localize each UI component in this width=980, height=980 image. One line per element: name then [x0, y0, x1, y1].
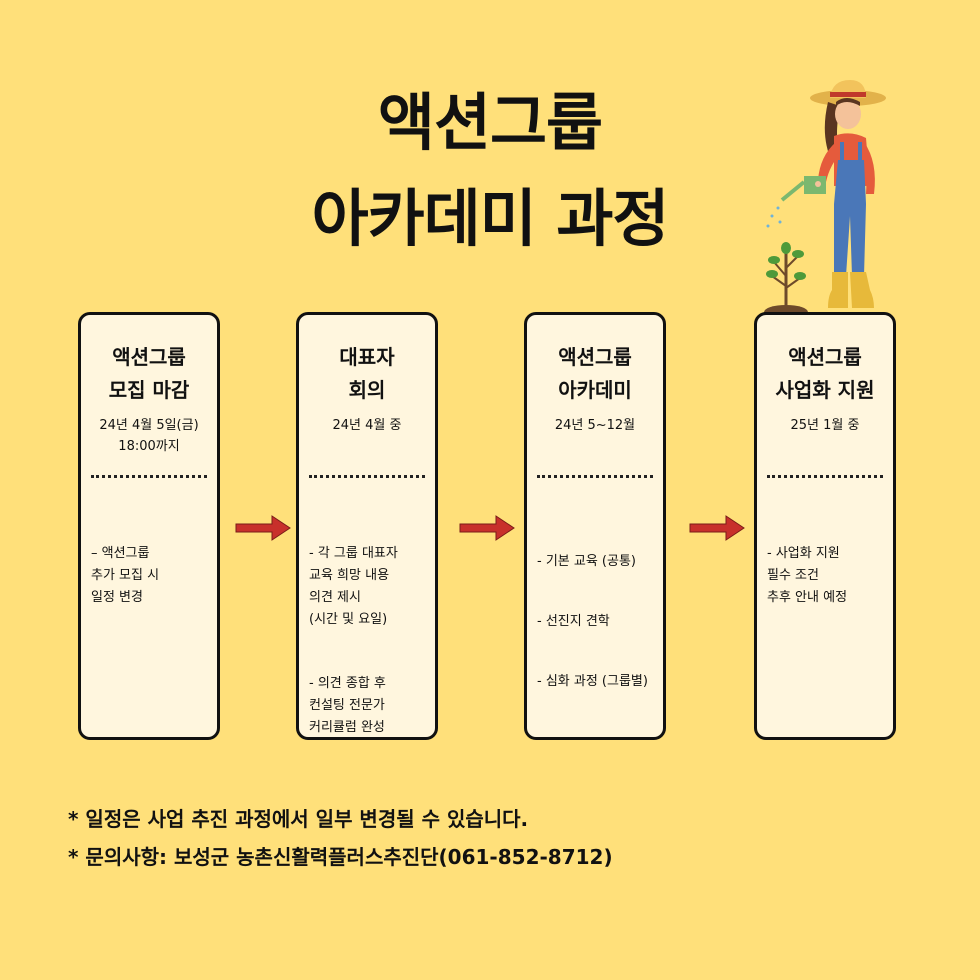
dotted-divider: [537, 475, 653, 478]
step-detail-item: - 선진지 견학: [537, 614, 610, 629]
note-schedule-change: * 일정은 사업 추진 과정에서 일부 변경될 수 있습니다.: [68, 807, 529, 831]
step-date: 25년 1월 중: [790, 418, 860, 433]
dotted-divider: [91, 475, 207, 478]
step-details: – 액션그룹 추가 모집 시 일정 변경: [91, 521, 213, 631]
step-details: - 사업화 지원 필수 조건 추후 안내 예정: [767, 521, 889, 631]
step-date: 24년 4월 중: [332, 418, 402, 433]
step-card-4: 액션그룹 사업화 지원 25년 1월 중 - 사업화 지원 필수 조건 추후 안…: [754, 312, 896, 740]
step-details: - 기본 교육 (공통) - 선진지 견학 - 심화 과정 (그룹별): [537, 517, 659, 727]
right-arrow-icon: [235, 515, 291, 541]
title-line-1: 액션그룹: [377, 86, 603, 159]
step-title: 대표자 회의: [339, 345, 395, 402]
step-details: - 각 그룹 대표자 교육 희망 내용 의견 제시 (시간 및 요일) - 의견…: [309, 521, 431, 761]
farmer-illustration: [764, 80, 886, 319]
step-date: 24년 4월 5일(금) 18:00까지: [99, 418, 199, 454]
step-detail-item: - 심화 과정 (그룹별): [537, 674, 648, 689]
step-detail-item: - 사업화 지원 필수 조건 추후 안내 예정: [767, 546, 848, 605]
step-detail-item: - 기본 교육 (공통): [537, 554, 636, 569]
step-detail-item: - 의견 종합 후 컨설팅 전문가 커리큘럼 완성: [309, 676, 386, 735]
step-detail-item: - 각 그룹 대표자 교육 희망 내용 의견 제시 (시간 및 요일): [309, 546, 398, 627]
step-title: 액션그룹 사업화 지원: [775, 345, 875, 402]
step-card-3: 액션그룹 아카데미 24년 5~12월 - 기본 교육 (공통) - 선진지 견…: [524, 312, 666, 740]
step-detail-item: – 액션그룹 추가 모집 시 일정 변경: [91, 546, 160, 605]
title-line-2: 아카데미 과정: [311, 182, 670, 255]
note-contact: * 문의사항: 보성군 농촌신활력플러스추진단(061-852-8712): [68, 845, 613, 869]
right-arrow-icon: [689, 515, 745, 541]
step-card-1: 액션그룹 모집 마감 24년 4월 5일(금) 18:00까지 – 액션그룹 추…: [78, 312, 220, 740]
step-date: 24년 5~12월: [554, 418, 636, 433]
step-card-2: 대표자 회의 24년 4월 중 - 각 그룹 대표자 교육 희망 내용 의견 제…: [296, 312, 438, 740]
notes: * 일정은 사업 추진 과정에서 일부 변경될 수 있습니다. * 문의사항: …: [68, 800, 613, 876]
step-title: 액션그룹 아카데미: [558, 345, 632, 402]
step-title: 액션그룹 모집 마감: [108, 345, 190, 402]
dotted-divider: [767, 475, 883, 478]
dotted-divider: [309, 475, 425, 478]
right-arrow-icon: [459, 515, 515, 541]
